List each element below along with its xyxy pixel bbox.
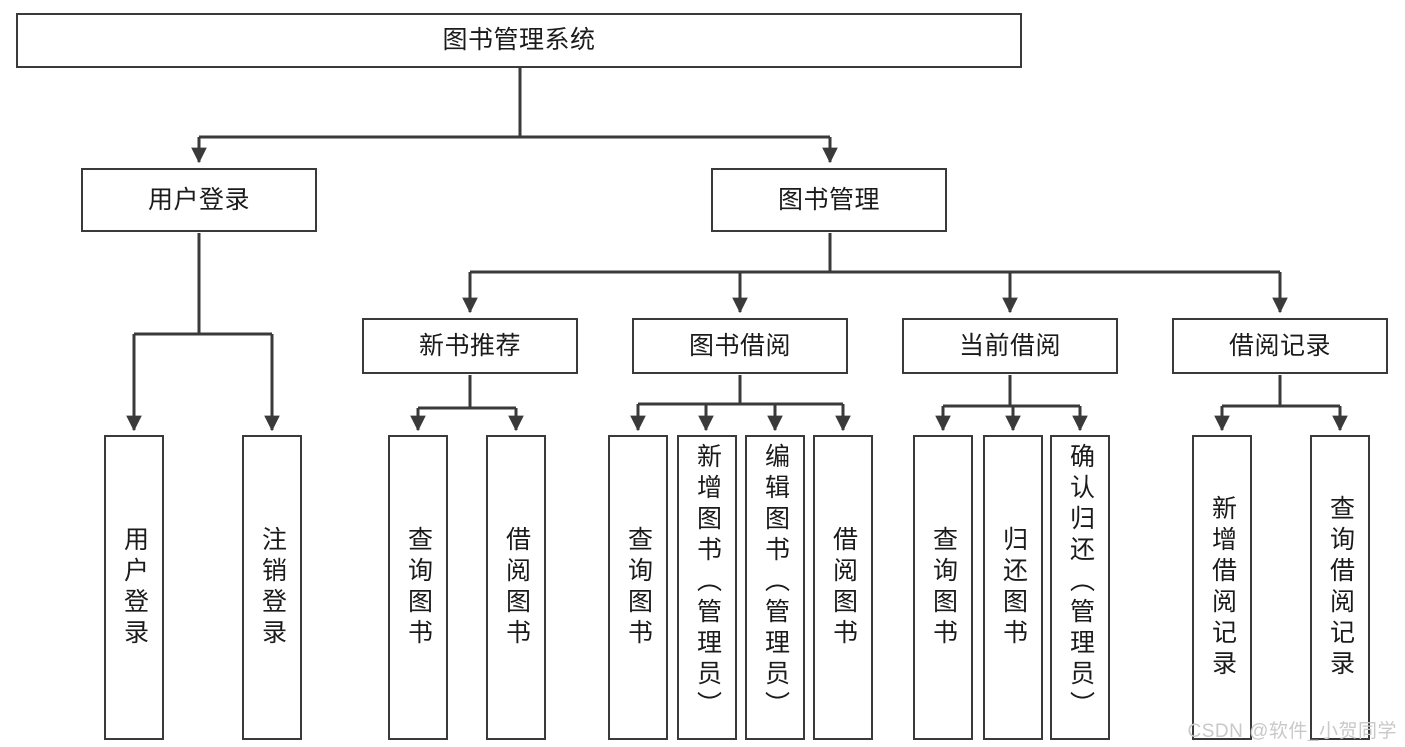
node-new-book-recommend[interactable]: 新书推荐 — [362, 318, 578, 374]
node-label: 用户登录 — [120, 525, 149, 650]
leaf-borrow-record-add-record[interactable]: 新增借阅记录 — [1192, 435, 1252, 740]
leaf-book-borrow-edit-book-admin[interactable]: 编辑图书（管理员） — [745, 435, 805, 740]
leaf-new-book-query-book[interactable]: 查询图书 — [388, 435, 448, 740]
node-label: 查询图书 — [624, 525, 653, 650]
leaf-user-login-login[interactable]: 用户登录 — [104, 435, 164, 740]
node-root-book-management-system[interactable]: 图书管理系统 — [16, 13, 1022, 68]
node-label: 归还图书 — [999, 525, 1028, 650]
node-label: 新书推荐 — [418, 331, 521, 360]
leaf-borrow-record-query-record[interactable]: 查询借阅记录 — [1310, 435, 1370, 740]
csdn-watermark: CSDN @软件_小贺同学 — [1187, 721, 1397, 742]
leaf-user-login-logout[interactable]: 注销登录 — [242, 435, 302, 740]
node-label: 图书借阅 — [688, 331, 791, 360]
node-label: 查询图书 — [404, 525, 433, 650]
node-label: 当前借阅 — [958, 331, 1061, 360]
node-current-borrow[interactable]: 当前借阅 — [902, 318, 1118, 374]
node-label: 编辑图书（管理员） — [761, 443, 790, 722]
leaf-current-borrow-return-book[interactable]: 归还图书 — [983, 435, 1043, 740]
leaf-book-borrow-borrow-book[interactable]: 借阅图书 — [813, 435, 873, 740]
leaf-current-borrow-confirm-return-admin[interactable]: 确认归还（管理员） — [1050, 435, 1110, 740]
node-label: 图书管理 — [777, 185, 880, 214]
node-label: 借阅图书 — [829, 525, 858, 650]
leaf-book-borrow-add-book-admin[interactable]: 新增图书（管理员） — [677, 435, 737, 740]
node-label: 新增借阅记录 — [1208, 494, 1237, 681]
leaf-book-borrow-query-book[interactable]: 查询图书 — [608, 435, 668, 740]
node-label: 借阅记录 — [1228, 331, 1331, 360]
leaf-current-borrow-query-book[interactable]: 查询图书 — [913, 435, 973, 740]
node-label: 用户登录 — [147, 185, 250, 214]
node-label: 新增图书（管理员） — [693, 443, 722, 722]
node-label: 借阅图书 — [502, 525, 531, 650]
node-label: 图书管理系统 — [442, 26, 596, 54]
leaf-new-book-borrow-book[interactable]: 借阅图书 — [486, 435, 546, 740]
node-label: 注销登录 — [258, 525, 287, 650]
node-label: 查询借阅记录 — [1326, 494, 1355, 681]
node-label: 查询图书 — [929, 525, 958, 650]
node-book-borrow[interactable]: 图书借阅 — [632, 318, 848, 374]
node-label: 确认归还（管理员） — [1066, 443, 1095, 722]
node-user-login[interactable]: 用户登录 — [81, 168, 317, 232]
node-book-management[interactable]: 图书管理 — [711, 168, 947, 232]
node-borrow-record[interactable]: 借阅记录 — [1172, 318, 1388, 374]
